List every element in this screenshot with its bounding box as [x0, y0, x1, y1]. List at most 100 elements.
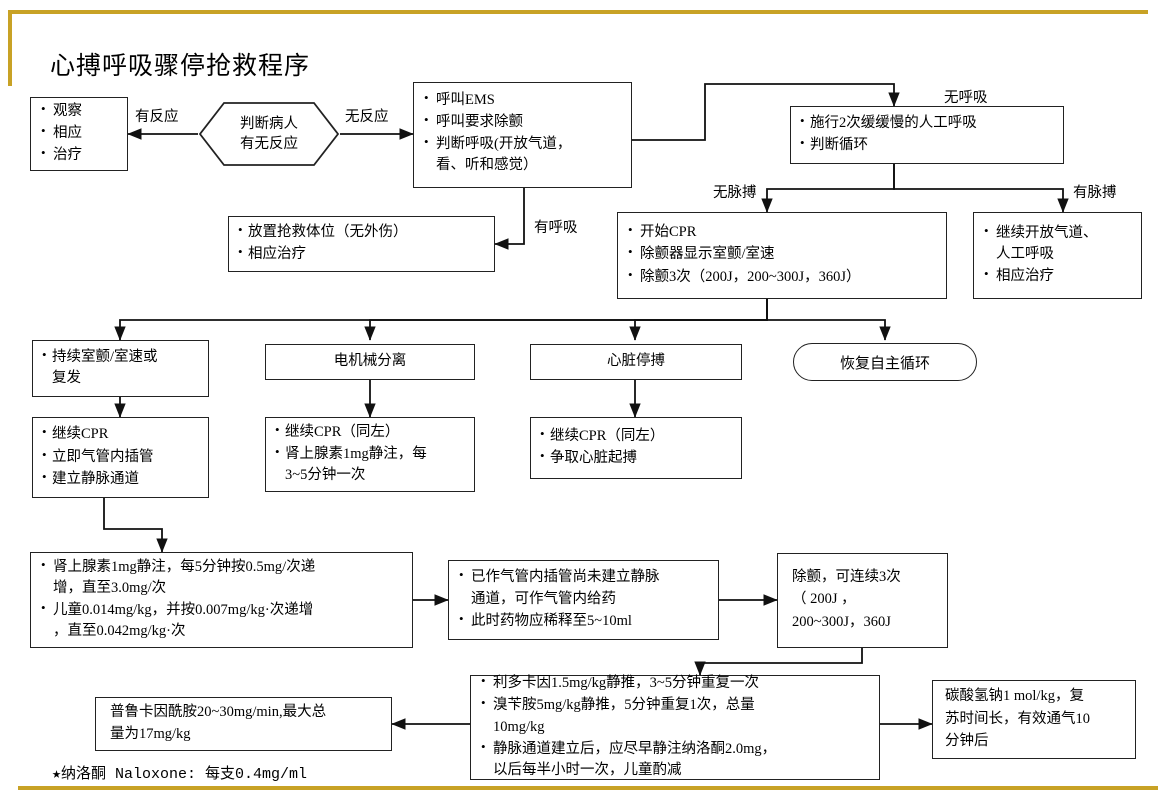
- node-pulse-present: 继续开放气道、 人工呼吸 相应治疗: [973, 212, 1142, 299]
- edge-label-breathing: 有呼吸: [534, 220, 578, 236]
- node-rescue-breaths: 施行2次缓缓慢的人工呼吸 判断循环: [790, 106, 1064, 164]
- list-item-text: 持续室颤/室速或: [52, 348, 158, 365]
- list-item-text: 肾上腺素1mg静注，每: [285, 446, 427, 462]
- position-list: 放置抢救体位（无外伤） 相应治疗: [238, 221, 485, 266]
- list-item: 普鲁卡因酰胺20~30mg/min,最大总: [110, 703, 327, 720]
- list-item-cont: 10mg/kg: [493, 718, 545, 735]
- node-emd-treatment: 继续CPR（同左） 肾上腺素1mg静注，每 3~5分钟一次: [265, 417, 475, 492]
- node-epinephrine-dosing: 肾上腺素1mg静注，每5分钟按0.5mg/次递 增，直至3.0mg/次 儿童0.…: [30, 552, 413, 648]
- list-item: 判断循环: [800, 134, 1054, 156]
- observe-list: 观察 相应 治疗: [40, 100, 118, 167]
- list-item: 呼叫EMS: [423, 89, 622, 111]
- list-item: 除颤，可连续3次: [792, 569, 901, 586]
- list-item: 相应治疗: [983, 265, 1132, 287]
- page-title: 心搏呼吸骤停抢救程序: [50, 53, 311, 80]
- list-item: 此时药物应稀释至5~10ml: [458, 610, 709, 632]
- node-start-cpr: 开始CPR 除颤器显示室颤/室速 除颤3次（200J，200~300J，360J…: [617, 212, 947, 299]
- list-item: 量为17mg/kg: [110, 726, 191, 742]
- ems-list: 呼叫EMS 呼叫要求除颤 判断呼吸(开放气道， 看、听和感觉）: [423, 89, 622, 176]
- node-vf-treatment: 继续CPR 立即气管内插管 建立静脉通道: [32, 417, 209, 498]
- list-item-cont: 通道，可作气管内给药: [471, 590, 616, 607]
- list-item: 相应: [40, 122, 118, 144]
- list-item: 施行2次缓缓慢的人工呼吸: [800, 112, 1054, 134]
- list-item-cont: 增，直至3.0mg/次: [53, 579, 167, 596]
- list-item: 继续CPR（同左）: [275, 421, 465, 443]
- list-item: 肾上腺素1mg静注，每 3~5分钟一次: [275, 443, 465, 486]
- list-item-cont: 3~5分钟一次: [285, 467, 366, 484]
- frame-bottom-rule: [18, 786, 1158, 790]
- decision-text: 判断病人 有无反应: [240, 114, 298, 155]
- edge-label-no-breathing: 无呼吸: [944, 90, 988, 106]
- edge-label-responsive: 有反应: [135, 109, 179, 125]
- node-antiarrhythmics: 利多卡因1.5mg/kg静推，3~5分钟重复一次 溴苄胺5mg/kg静推，5分钟…: [470, 672, 880, 781]
- vf-treatment-list: 继续CPR 立即气管内插管 建立静脉通道: [42, 423, 199, 490]
- list-item-cont: 以后每半小时一次，儿童酌减: [493, 761, 682, 778]
- list-item-text: 已作气管内插管尚未建立静脉: [471, 569, 660, 586]
- list-item: 苏时间长，有效通气10: [945, 710, 1090, 727]
- list-item-text: 儿童0.014mg/kg，并按0.007mg/kg·次递增: [53, 602, 314, 618]
- edge-label-no-pulse: 无脉搏: [713, 185, 757, 201]
- list-item-text: 溴苄胺5mg/kg静推，5分钟重复1次，总量: [493, 697, 755, 714]
- list-item: 继续开放气道、 人工呼吸: [983, 222, 1132, 265]
- node-sodium-bicarbonate: 碳酸氢钠1 mol/kg，复 苏时间长，有效通气10 分钟后: [932, 680, 1136, 759]
- list-item-text: 继续开放气道、: [996, 224, 1098, 241]
- list-item: 观察: [40, 100, 118, 122]
- edge-label-has-pulse: 有脉搏: [1073, 185, 1117, 201]
- emd-treatment-list: 继续CPR（同左） 肾上腺素1mg静注，每 3~5分钟一次: [275, 421, 465, 487]
- list-item: 开始CPR: [627, 221, 937, 243]
- node-asystole-treatment: 继续CPR（同左） 争取心脏起搏: [530, 417, 742, 479]
- list-item: 建立静脉通道: [42, 468, 199, 490]
- node-call-ems: 呼叫EMS 呼叫要求除颤 判断呼吸(开放气道， 看、听和感觉）: [413, 82, 632, 188]
- footnote-naloxone: ★纳洛酮 Naloxone: 每支0.4mg/ml: [52, 766, 308, 783]
- list-item: 200~300J，360J: [792, 613, 891, 630]
- asystole-treatment-list: 继续CPR（同左） 争取心脏起搏: [540, 425, 732, 470]
- decision-line-2: 有无反应: [240, 136, 298, 152]
- node-procainamide: 普鲁卡因酰胺20~30mg/min,最大总 量为17mg/kg: [95, 697, 392, 751]
- list-item: 争取心脏起搏: [540, 447, 732, 469]
- node-decision-responsiveness: 判断病人 有无反应: [198, 101, 340, 167]
- list-item-text: 判断呼吸(开放气道，: [436, 136, 572, 153]
- decision-line-1: 判断病人: [240, 115, 298, 132]
- list-item: 继续CPR: [42, 423, 199, 445]
- list-item: 静脉通道建立后，应尽早静注纳洛酮2.0mg， 以后每半小时一次，儿童酌减: [480, 738, 870, 781]
- antiarrhythmics-list: 利多卡因1.5mg/kg静推，3~5分钟重复一次 溴苄胺5mg/kg静推，5分钟…: [480, 672, 870, 781]
- list-item: 相应治疗: [238, 243, 485, 265]
- list-item: （ 200J ，: [792, 591, 856, 608]
- node-emd: 电机械分离: [265, 344, 475, 380]
- list-item: 利多卡因1.5mg/kg静推，3~5分钟重复一次: [480, 672, 870, 694]
- node-asystole: 心脏停搏: [530, 344, 742, 380]
- list-item: 判断呼吸(开放气道， 看、听和感觉）: [423, 133, 622, 176]
- list-item: 除颤3次（200J，200~300J，360J）: [627, 265, 937, 288]
- cpr-list: 开始CPR 除颤器显示室颤/室速 除颤3次（200J，200~300J，360J…: [627, 221, 937, 288]
- epinephrine-list: 肾上腺素1mg静注，每5分钟按0.5mg/次递 增，直至3.0mg/次 儿童0.…: [40, 556, 403, 643]
- list-item: 立即气管内插管: [42, 445, 199, 468]
- bicarbonate-list: 碳酸氢钠1 mol/kg，复 苏时间长，有效通气10 分钟后: [945, 686, 1126, 752]
- frame-left-rule: [8, 10, 12, 86]
- list-item: 放置抢救体位（无外伤）: [238, 221, 485, 243]
- frame-top-rule: [8, 10, 1148, 14]
- list-item: 已作气管内插管尚未建立静脉 通道，可作气管内给药: [458, 566, 709, 609]
- rosc-label: 恢复自主循环: [839, 355, 930, 372]
- list-item: 继续CPR（同左）: [540, 425, 732, 447]
- list-item-cont: 看、听和感觉）: [436, 157, 538, 174]
- edge-label-unresponsive: 无反应: [345, 109, 389, 125]
- list-item: 碳酸氢钠1 mol/kg，复: [945, 688, 1084, 705]
- node-recovery-position: 放置抢救体位（无外伤） 相应治疗: [228, 216, 495, 272]
- node-rosc: 恢复自主循环: [793, 343, 977, 381]
- node-observe: 观察 相应 治疗: [30, 97, 128, 171]
- list-item: 儿童0.014mg/kg，并按0.007mg/kg·次递增 ，直至0.042mg…: [40, 599, 403, 642]
- ett-route-list: 已作气管内插管尚未建立静脉 通道，可作气管内给药 此时药物应稀释至5~10ml: [458, 566, 709, 632]
- list-item-text: 肾上腺素1mg静注，每5分钟按0.5mg/次递: [53, 558, 316, 575]
- list-item-cont: ，直至0.042mg/kg·次: [53, 623, 186, 640]
- hexagon-shape: [198, 102, 340, 166]
- defib-list: 除颤，可连续3次 （ 200J ， 200~300J，360J: [792, 567, 938, 633]
- emd-label: 电机械分离: [333, 353, 407, 370]
- list-item-text: 静脉通道建立后，应尽早静注纳洛酮2.0mg，: [493, 740, 777, 757]
- list-item: 呼叫要求除颤: [423, 111, 622, 133]
- vf-list: 持续室颤/室速或 复发: [42, 346, 199, 390]
- list-item: 治疗: [40, 144, 118, 166]
- pulse-present-list: 继续开放气道、 人工呼吸 相应治疗: [983, 222, 1132, 288]
- procainamide-list: 普鲁卡因酰胺20~30mg/min,最大总 量为17mg/kg: [110, 702, 382, 746]
- node-defibrillation-repeat: 除颤，可连续3次 （ 200J ， 200~300J，360J: [777, 553, 948, 648]
